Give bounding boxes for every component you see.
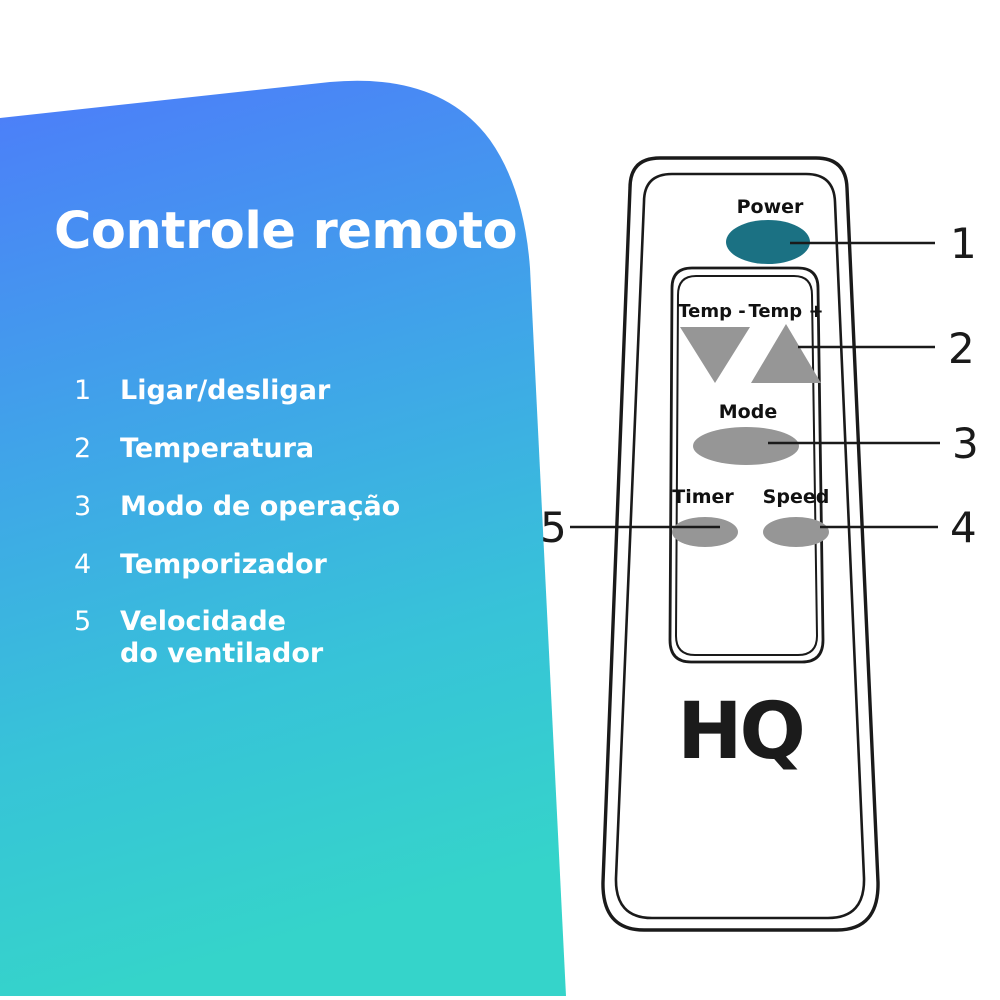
legend-number: 5	[74, 606, 92, 638]
temp-up-triangle-icon[interactable]	[751, 324, 821, 383]
timer-button[interactable]	[672, 517, 738, 547]
page-title: Controle remoto	[54, 202, 518, 261]
speed-button-group[interactable]: Speed	[763, 486, 830, 547]
hq-logo: HQ	[677, 687, 806, 777]
callout-number-2: 2	[948, 324, 975, 373]
power-button-label: Power	[737, 196, 804, 218]
list-item: 1 Ligar/desligar	[74, 375, 544, 407]
list-item: 4 Temporizador	[74, 549, 544, 581]
legend-number: 4	[74, 548, 92, 580]
temp-up-button-label: Temp +	[748, 301, 823, 322]
callout-number-4: 4	[950, 503, 977, 552]
timer-button-group[interactable]: Timer	[672, 486, 738, 547]
temp-down-triangle-icon[interactable]	[680, 327, 750, 383]
legend-number: 1	[74, 375, 92, 406]
temp-down-button-label: Temp -	[678, 301, 745, 322]
legend-number: 2	[74, 432, 92, 464]
mode-button-group[interactable]: Mode	[693, 401, 799, 465]
callout-leaders	[570, 241, 940, 529]
legend-number: 3	[74, 490, 92, 522]
callout-numbers: 1 2 3 4 5	[540, 219, 979, 552]
timer-button-label: Timer	[672, 486, 734, 508]
hq-logo-text: HQ	[677, 687, 803, 777]
speed-button-label: Speed	[763, 486, 830, 508]
callout-number-3: 3	[952, 419, 979, 468]
temp-up-button-group[interactable]: Temp +	[748, 301, 824, 383]
panel-text-column: Controle remoto 1 Ligar/desligar 2 Tempe…	[0, 0, 560, 1000]
list-item: 2 Temperatura	[74, 433, 544, 465]
mode-button-label: Mode	[719, 401, 777, 423]
legend-label: Temperatura	[120, 432, 315, 464]
mode-button[interactable]	[693, 427, 799, 465]
power-button-group[interactable]: Power	[726, 196, 810, 264]
list-item: 3 Modo de operação	[74, 491, 544, 523]
legend-label: Temporizador	[120, 548, 327, 580]
legend-label: Modo de operação	[120, 490, 401, 522]
temp-down-button-group[interactable]: Temp -	[678, 301, 750, 383]
speed-button[interactable]	[763, 517, 829, 547]
remote-control-illustration: Power Temp - Temp + Mode Timer Speed	[540, 156, 979, 932]
legend-list: 1 Ligar/desligar 2 Temperatura 3 Modo de…	[74, 375, 544, 696]
callout-number-1: 1	[950, 219, 977, 268]
callout-number-5: 5	[540, 503, 567, 552]
power-button[interactable]	[726, 220, 810, 264]
legend-label: Ligar/desligar	[120, 375, 331, 406]
